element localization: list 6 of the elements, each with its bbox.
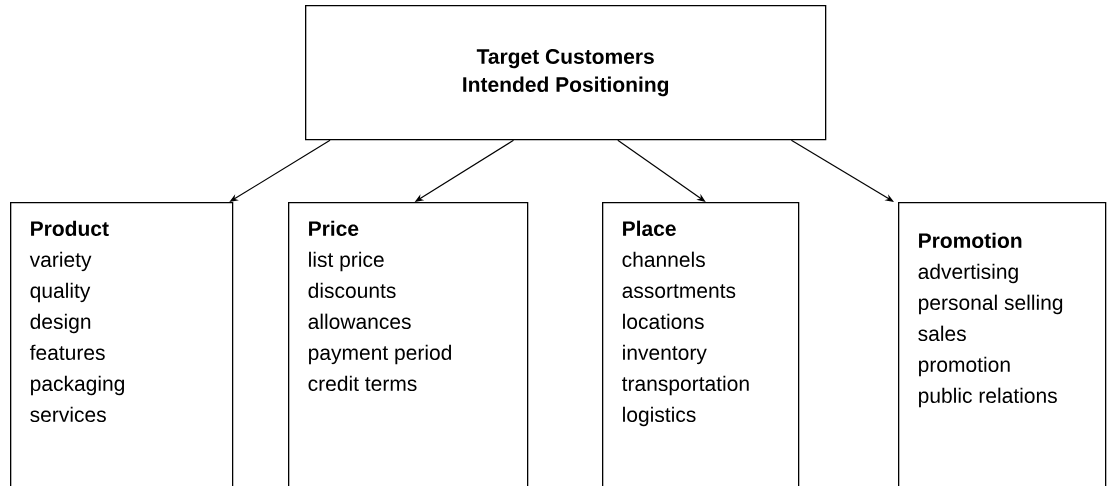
category-box: Product variety quality design features packaging services (10, 202, 234, 486)
arrow (617, 139, 706, 202)
category-box: Promotion advertising personal selling sales promotion public relations (898, 202, 1107, 486)
category-box: Price list price discounts allowances payment period credit terms (288, 202, 529, 486)
category-box: Place channels assortments locations inventory transportation logistics (602, 202, 800, 486)
target-box: Target Customers Intended Positioning (305, 5, 827, 141)
